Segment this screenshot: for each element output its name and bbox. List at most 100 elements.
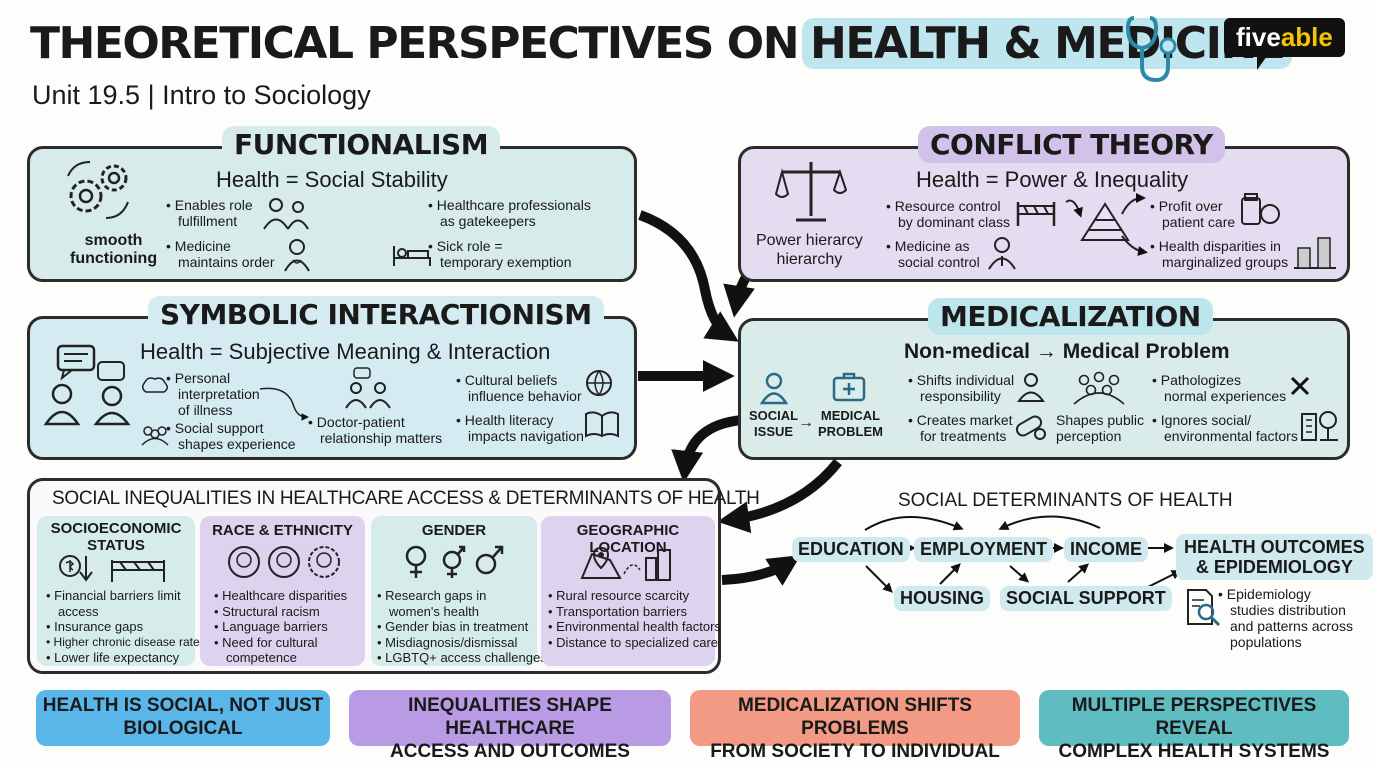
list-item: LGBTQ+ access challenges xyxy=(377,650,547,666)
determinants-title: SOCIAL DETERMINANTS OF HEALTH xyxy=(898,490,1233,511)
list-item: Misdiagnosis/dismissal xyxy=(377,635,547,651)
list-item: Financial barriers limit xyxy=(46,588,206,604)
conflict-item-1: Resource control by dominant class xyxy=(886,198,1010,230)
arrow-med-to-ineq xyxy=(671,415,743,483)
employment-node: EMPLOYMENT xyxy=(914,537,1054,562)
caption-line-1: smooth xyxy=(84,232,143,249)
list-item: competence xyxy=(226,650,297,665)
gender-heading: GENDER xyxy=(421,522,487,539)
item-line: environmental factors xyxy=(1164,428,1298,444)
item-line: Doctor-patient xyxy=(308,414,442,430)
functionalism-icon-caption: smooth functioning xyxy=(70,232,157,268)
list-item: Healthcare disparities xyxy=(214,588,347,604)
stethoscope-icon xyxy=(1125,16,1177,83)
conflict-outcome-1: Profit over patient care xyxy=(1150,198,1235,230)
page-subtitle: Unit 19.5 | Intro to Sociology xyxy=(32,80,371,110)
geographic-list: Rural resource scarcity Transportation b… xyxy=(548,588,721,650)
item-line: relationship matters xyxy=(320,430,443,446)
medicalization-item-2: Creates market for treatments xyxy=(908,412,1013,444)
item-line: social control xyxy=(898,254,980,270)
takeaway-line: HEALTH IS SOCIAL, NOT JUST xyxy=(42,695,324,716)
functionalism-item-2: Medicine maintains order xyxy=(166,238,275,270)
item-line: Medicine as xyxy=(886,238,980,254)
item-line: perception xyxy=(1056,428,1122,444)
globe-icon xyxy=(586,370,612,397)
item-line: marginalized groups xyxy=(1162,254,1289,270)
report-magnifier-icon xyxy=(1187,589,1221,627)
title-main: THEORETICAL PERSPECTIVES ON xyxy=(30,18,800,69)
item-line: temporary exemption xyxy=(440,254,572,270)
symbolic-item-2: Social support shapes experience xyxy=(166,420,296,452)
pills-money-icon xyxy=(1241,193,1280,225)
conflict-icon-caption: Power hierarcy hierarchy xyxy=(756,231,863,269)
takeaway-line: COMPLEX HEALTH SYSTEMS xyxy=(1058,741,1330,762)
medicalization-title: MEDICALIZATION xyxy=(928,298,1213,335)
conflict-outcome-2: Health disparities in marginalized group… xyxy=(1150,238,1288,270)
item-line: Health disparities in xyxy=(1150,238,1288,254)
takeaway-line: FROM SOCIETY TO INDIVIDUAL xyxy=(710,741,1000,762)
map-location-icon xyxy=(580,546,671,581)
functionalism-panel xyxy=(27,146,637,282)
list-item: Need for cultural xyxy=(214,635,347,651)
symbolic-item-1: Personal interpretation of illness xyxy=(166,370,260,418)
list-item: Research gaps in xyxy=(377,588,547,604)
functionalism-outcome-2: Sick role = temporary exemption xyxy=(428,238,572,270)
logo-left: five xyxy=(1236,22,1281,52)
list-item: Environmental health factors xyxy=(548,619,721,635)
epidemiology-note: Epidemiology studies distribution and pa… xyxy=(1218,586,1353,650)
item-line: Medicine xyxy=(166,238,275,254)
item-line: Enables role xyxy=(166,197,253,213)
gears-icon xyxy=(67,161,129,219)
list-item: Transportation barriers xyxy=(548,604,721,620)
note-line: populations xyxy=(1230,634,1302,650)
book-icon xyxy=(585,411,619,438)
doctor-patient-icon xyxy=(345,367,391,409)
doctor-icon xyxy=(284,239,310,272)
social-support-node: SOCIAL SUPPORT xyxy=(1000,586,1172,611)
brand-logo: fiveable xyxy=(1224,18,1345,57)
item-line: Shapes public xyxy=(1056,412,1144,428)
gender-symbols-icon xyxy=(405,545,504,578)
list-item: access xyxy=(58,603,99,619)
title-highlight: HEALTH & MEDICINE xyxy=(802,18,1293,69)
item-line: patient care xyxy=(1162,214,1236,230)
list-item: Insurance gaps xyxy=(46,619,206,635)
housing-node: HOUSING xyxy=(894,586,991,611)
item-line: for treatments xyxy=(920,428,1007,444)
item-line: of illness xyxy=(178,402,233,418)
gender-list: Research gaps in women's health Gender b… xyxy=(377,588,547,666)
conflict-item-2: Medicine as social control xyxy=(886,238,980,270)
conflict-theory-title: CONFLICT THEORY xyxy=(918,126,1225,163)
takeaway-health-social: HEALTH IS SOCIAL, NOT JUST BIOLOGICAL xyxy=(36,690,330,746)
takeaway-medicalization: MEDICALIZATION SHIFTS PROBLEMS FROM SOCI… xyxy=(690,690,1020,762)
heading-line: SOCIOECONOMIC xyxy=(50,520,182,537)
medical-kit-icon xyxy=(832,372,866,402)
list-item: Distance to specialized care xyxy=(548,635,721,651)
arrow-ineq-to-sdoh xyxy=(721,555,801,586)
takeaway-line: MULTIPLE PERSPECTIVES REVEAL xyxy=(1071,695,1317,739)
bed-icon xyxy=(393,246,431,266)
symbolic-heading: Health = Subjective Meaning & Interactio… xyxy=(140,339,551,364)
income-node: INCOME xyxy=(1064,537,1148,562)
caption-line-1: Power hierarcy xyxy=(756,232,863,249)
item-line: Sick role = xyxy=(428,238,572,254)
medical-problem-label: MEDICAL PROBLEM xyxy=(818,408,883,440)
item-line: Creates market xyxy=(908,412,1013,428)
item-line: responsibility xyxy=(920,388,1001,404)
symbolic-item-4: Cultural beliefs influence behavior xyxy=(456,372,582,404)
barrier-icon xyxy=(1016,202,1056,226)
group-icon xyxy=(141,426,169,446)
crowd-icon xyxy=(1073,371,1125,405)
socioeconomic-heading: SOCIOECONOMIC STATUS xyxy=(37,520,195,554)
node-line: HEALTH OUTCOMES xyxy=(1184,537,1365,557)
medicalization-item-5: Ignores social/ environmental factors xyxy=(1152,412,1298,444)
functionalism-item-1: Enables role fulfillment xyxy=(166,197,253,229)
thought-bubble-icon xyxy=(142,377,168,393)
item-line: Health literacy xyxy=(456,412,584,428)
professionals-icon xyxy=(263,198,309,230)
note-line: Epidemiology xyxy=(1218,586,1353,602)
race-ethnicity-list: Healthcare disparities Structural racism… xyxy=(214,588,347,666)
note-line: studies distribution xyxy=(1230,602,1346,618)
takeaway-multiple-perspectives: MULTIPLE PERSPECTIVES REVEAL COMPLEX HEA… xyxy=(1039,690,1349,762)
individual-icon xyxy=(1017,373,1045,402)
